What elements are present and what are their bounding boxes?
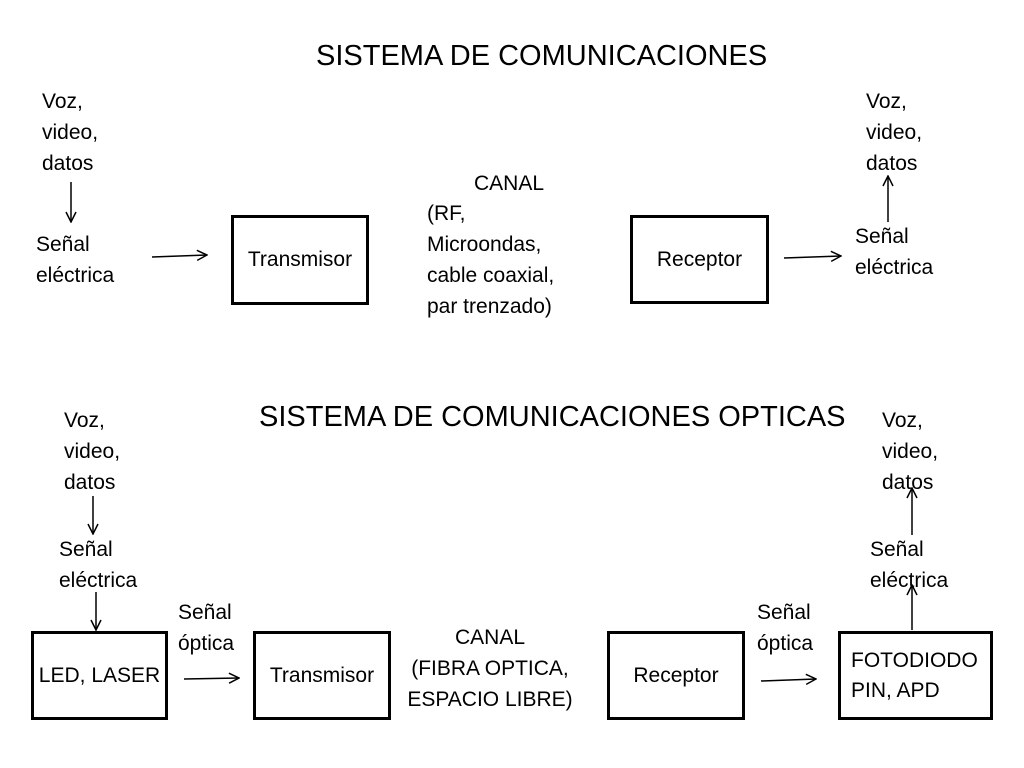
top-output-signal-label: Señal eléctrica xyxy=(855,225,934,279)
top-transmitter-label: Transmisor xyxy=(247,248,353,271)
top-receiver-to-signal-arrow xyxy=(783,256,841,258)
bottom-detector-label: FOTODIODO PIN, APD xyxy=(851,648,978,702)
bottom-receiver-to-detector-arrow xyxy=(760,679,816,681)
bottom-transmitter-box: Transmisor xyxy=(253,631,391,720)
top-input-label: Voz, video, datos xyxy=(42,90,99,175)
bottom-detector-box: FOTODIODO PIN, APD xyxy=(838,631,993,720)
bottom-source-to-transmitter-arrow xyxy=(183,678,239,679)
bottom-receiver-box: Receptor xyxy=(607,631,745,720)
bottom-receiver-label: Receptor xyxy=(633,663,719,687)
top-signal-to-transmitter-arrow xyxy=(151,255,207,257)
top-transmitter-box: Transmisor xyxy=(231,215,369,305)
top-output-label: Voz, video, datos xyxy=(866,90,923,175)
bottom-input-label: Voz, video, datos xyxy=(64,409,121,494)
top-receiver-label: Receptor xyxy=(656,247,743,271)
top-receiver-box: Receptor xyxy=(630,215,769,304)
top-title: SISTEMA DE COMUNICACIONES xyxy=(316,40,768,72)
bottom-output-label: Voz, video, datos xyxy=(882,409,939,494)
top-input-signal-label: Señal eléctrica xyxy=(36,233,115,287)
top-channel-detail: (RF, Microondas, cable coaxial, par tren… xyxy=(427,202,555,318)
bottom-source-box: LED, LASER xyxy=(31,631,168,720)
bottom-title: SISTEMA DE COMUNICACIONES OPTICAS xyxy=(259,401,846,433)
bottom-input-signal-label: Señal eléctrica xyxy=(59,538,138,592)
top-channel-title: CANAL xyxy=(474,172,545,195)
bottom-transmitter-label: Transmisor xyxy=(269,663,375,687)
bottom-output-signal-label: Señal eléctrica xyxy=(870,538,949,592)
bottom-source-label: LED, LASER xyxy=(38,663,161,687)
bottom-optical-signal-rx-label: Señal óptica xyxy=(757,601,814,655)
bottom-channel-label: CANAL (FIBRA OPTICA, ESPACIO LIBRE) xyxy=(407,626,573,711)
bottom-optical-signal-tx-label: Señal óptica xyxy=(178,601,235,655)
